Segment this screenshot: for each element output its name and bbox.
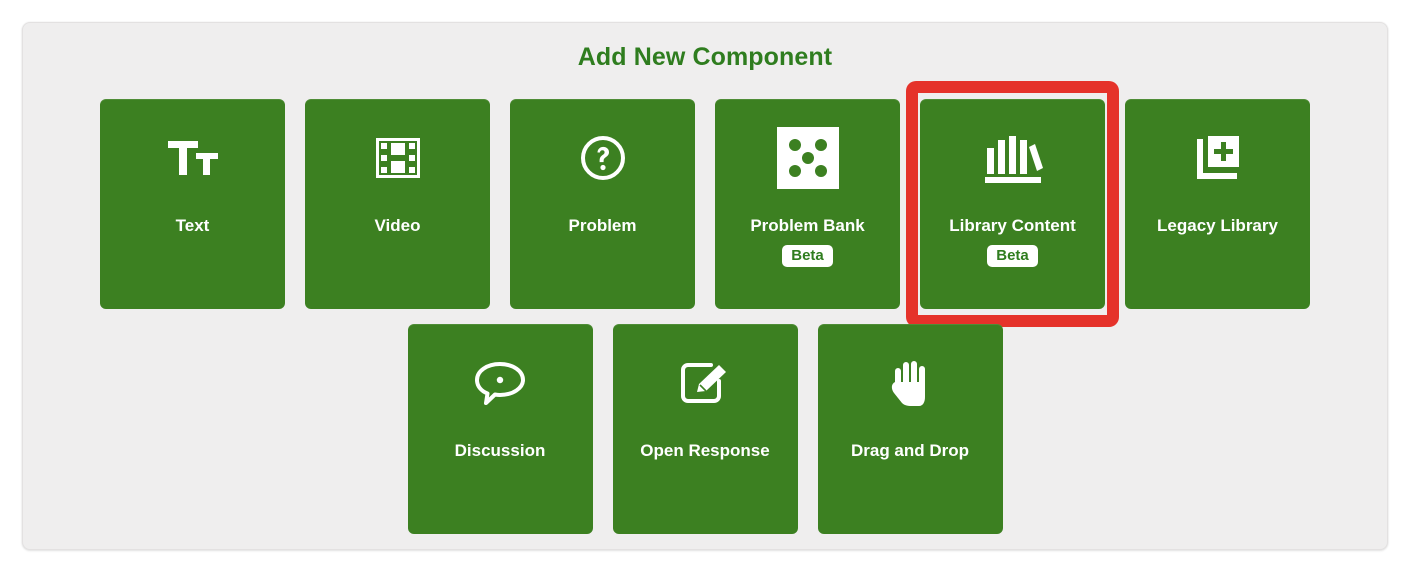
edit-pencil-square-icon xyxy=(613,324,798,442)
dice-five-icon xyxy=(715,99,900,217)
component-tile-label: Drag and Drop xyxy=(850,441,970,460)
component-tile-label: Text xyxy=(175,216,210,235)
question-mark-circle-icon xyxy=(510,99,695,217)
component-tile-label: Video xyxy=(374,216,421,235)
hand-icon xyxy=(818,324,1003,442)
status-badge: Beta xyxy=(987,244,1038,267)
speech-bubble-icon xyxy=(408,324,593,442)
component-tile-label: Open Response xyxy=(640,441,770,460)
component-row-1: Text xyxy=(23,81,1387,327)
component-tile-problem[interactable]: Problem xyxy=(510,99,695,309)
component-tile-text[interactable]: Text xyxy=(100,99,285,309)
film-strip-icon xyxy=(305,99,490,217)
component-tile-video[interactable]: Video xyxy=(305,99,490,309)
library-books-icon xyxy=(920,99,1105,217)
status-badge: Beta xyxy=(782,244,833,267)
add-component-panel: Add New Component Text xyxy=(22,22,1388,550)
component-tile-library-content[interactable]: Library Content Beta xyxy=(906,81,1119,327)
component-tile-label: Problem Bank xyxy=(750,216,865,235)
component-tile-drag-and-drop[interactable]: Drag and Drop xyxy=(817,324,1003,534)
component-tile-label: Legacy Library xyxy=(1157,216,1278,235)
component-tile-legacy-library[interactable]: Legacy Library xyxy=(1125,99,1310,309)
component-tile-discussion[interactable]: Discussion xyxy=(407,324,593,534)
component-tile-label: Discussion xyxy=(454,441,546,460)
component-tile-open-response[interactable]: Open Response xyxy=(612,324,798,534)
component-row-2: Discussion Open Response xyxy=(23,324,1387,534)
component-tile-problem-bank[interactable]: Problem Bank Beta xyxy=(715,99,900,309)
text-format-icon xyxy=(100,99,285,217)
component-tile-label: Problem xyxy=(568,216,637,235)
library-add-icon xyxy=(1125,99,1310,217)
component-tile-grid: Text xyxy=(23,81,1387,534)
component-tile-label: Library Content xyxy=(949,216,1076,235)
page-title: Add New Component xyxy=(577,43,833,71)
